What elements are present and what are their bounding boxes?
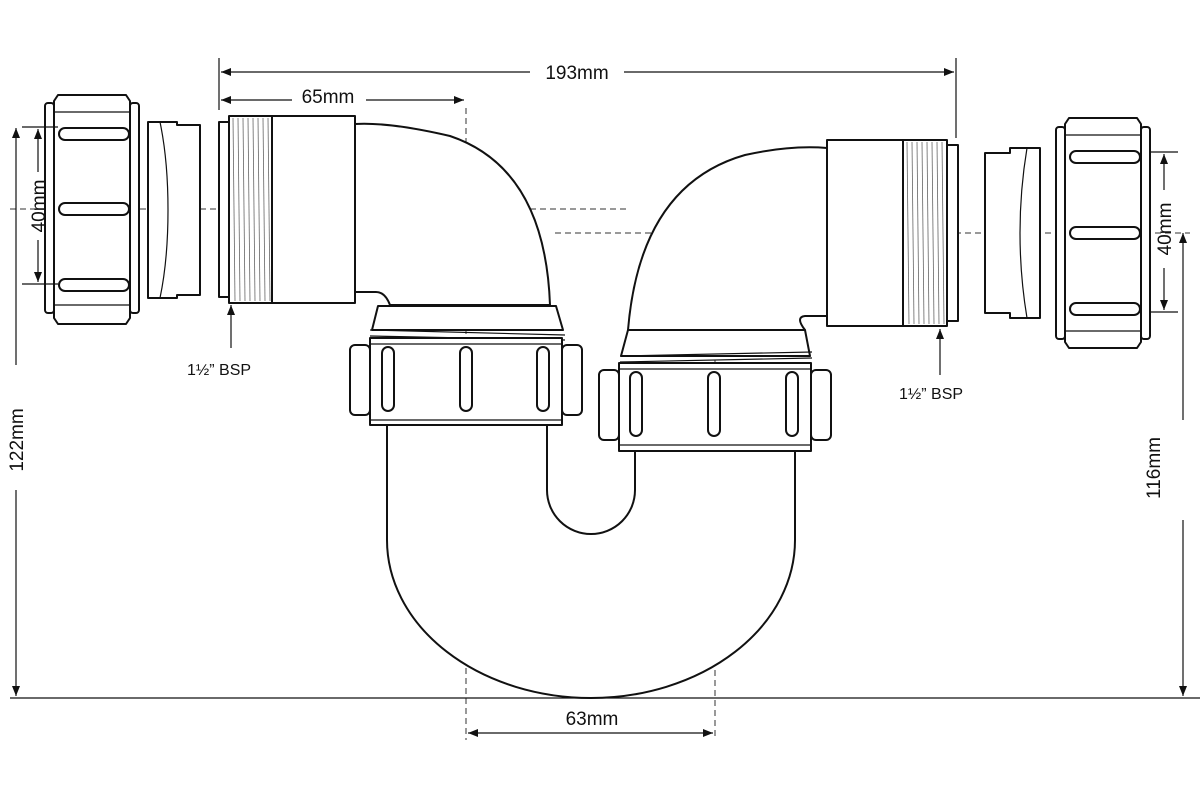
right-elbow xyxy=(627,146,828,331)
u-bend xyxy=(386,424,796,699)
thread-line xyxy=(911,141,915,325)
thread-line xyxy=(931,141,935,325)
overall-width-label: 193mm xyxy=(545,63,608,84)
left-elbow xyxy=(354,122,551,306)
dimension-left-diameter: 40mm xyxy=(22,126,58,285)
dimension-overall-width: 193mm xyxy=(218,58,957,138)
dimension-outlet-spacing: 63mm xyxy=(468,706,713,737)
left-thread-label: 1½” BSP xyxy=(187,362,251,379)
dimension-thread-length: 65mm xyxy=(221,87,464,108)
right-union-nut xyxy=(1055,117,1151,349)
right-thread-label: 1½” BSP xyxy=(899,386,963,403)
thread-line xyxy=(941,141,945,325)
thread-length-label: 65mm xyxy=(302,87,355,108)
right-cone xyxy=(619,329,813,363)
thread-line xyxy=(252,117,256,302)
thread-line xyxy=(257,117,261,302)
thread-line xyxy=(232,117,236,302)
right-washer xyxy=(984,147,1041,319)
outlet-spacing-label: 63mm xyxy=(566,709,619,730)
left-cone xyxy=(369,305,566,341)
right-diameter-label: 40mm xyxy=(1155,203,1176,256)
thread-line xyxy=(262,117,266,302)
dimension-right-diameter: 40mm xyxy=(1150,151,1178,313)
thread-line xyxy=(267,117,271,302)
thread-line xyxy=(242,117,246,302)
thread-line xyxy=(936,141,940,325)
left-height-label: 122mm xyxy=(7,408,28,471)
thread-line xyxy=(247,117,251,302)
dimension-left-height: 122mm xyxy=(7,128,28,696)
left-diameter-label: 40mm xyxy=(29,180,50,233)
left-threaded-inlet xyxy=(218,115,356,304)
right-trap-nut xyxy=(598,362,832,452)
right-height-label: 116mm xyxy=(1144,437,1165,499)
thread-line xyxy=(916,141,920,325)
thread-line xyxy=(237,117,241,302)
left-trap-nut xyxy=(349,337,583,426)
left-washer xyxy=(147,121,201,299)
left-thread-callout: 1½” BSP xyxy=(187,305,251,379)
dimension-right-height: 116mm xyxy=(1144,233,1187,696)
right-thread-callout: 1½” BSP xyxy=(899,329,963,403)
thread-line xyxy=(921,141,925,325)
thread-line xyxy=(926,141,930,325)
right-threaded-outlet xyxy=(826,139,959,327)
left-union-nut xyxy=(44,94,140,325)
thread-line xyxy=(906,141,910,325)
